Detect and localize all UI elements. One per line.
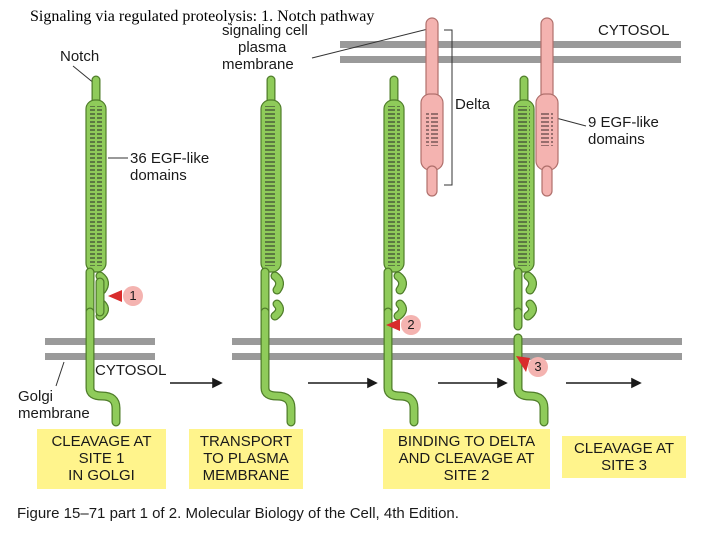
step-2-line-2: TO PLASMA [203,450,289,467]
label-signaling-cell: signaling cell [222,22,308,39]
label-notch: Notch [60,48,100,65]
label-36-egf-line2: domains [130,167,187,184]
delta-2 [535,17,559,197]
step-4-line-2: SITE 3 [601,457,647,474]
cleavage-arrows [108,290,530,372]
step-3-line-2: AND CLEAVAGE AT [398,450,535,467]
label-36-egf-line1: 36 EGF-like [130,150,210,167]
step-3-line-1: BINDING TO DELTA [397,433,536,450]
step-1-line-1: CLEAVAGE AT [51,433,152,450]
step-1-line-3: IN GOLGI [68,467,135,484]
delta-ligands [420,17,559,197]
step-box-2: TRANSPORT TO PLASMA MEMBRANE [189,429,303,489]
golgi-membrane-bilayer [45,338,155,360]
site-3-badge: 3 [528,357,548,377]
label-cytosol-bottom: CYTOSOL [95,362,167,379]
step-box-4: CLEAVAGE AT SITE 3 [562,436,686,478]
step-arrows [170,377,642,389]
notch-1 [85,75,121,427]
step-4-line-1: CLEAVAGE AT [573,440,675,457]
site-1-badge: 1 [123,286,143,306]
site-1-arrow [108,290,122,302]
site-2-badge: 2 [401,315,421,335]
step-box-1: CLEAVAGE AT SITE 1 IN GOLGI [37,429,166,489]
step-1-line-2: SITE 1 [78,450,125,467]
step-box-3: BINDING TO DELTA AND CLEAVAGE AT SITE 2 [383,429,550,489]
label-9-egf-line1: 9 EGF-like [588,114,659,131]
label-leaders [55,27,587,387]
signaling-cell-membrane [340,41,681,63]
step-3-line-3: SITE 2 [443,467,490,484]
notch-2 [260,75,296,427]
notch-4 [513,75,549,427]
step-2-line-3: MEMBRANE [202,467,290,484]
label-golgi-line2: membrane [18,405,90,422]
delta-1 [420,17,444,197]
label-golgi-line1: Golgi [18,388,54,405]
label-cytosol-top: CYTOSOL [598,22,670,39]
label-delta: Delta [455,96,491,113]
step-2-line-1: TRANSPORT [199,433,293,450]
figure-caption: Figure 15–71 part 1 of 2. Molecular Biol… [17,505,459,522]
slide-title: Signaling via regulated proteolysis: 1. … [30,8,375,25]
label-membrane: membrane [222,56,294,73]
site-2-arrow [386,319,400,331]
plasma-membrane-bilayer [232,338,682,360]
label-9-egf-line2: domains [588,131,645,148]
notch-receptors [85,75,549,427]
label-plasma: plasma [238,39,287,56]
notch-3 [383,75,419,427]
site-3-arrow [516,356,530,372]
